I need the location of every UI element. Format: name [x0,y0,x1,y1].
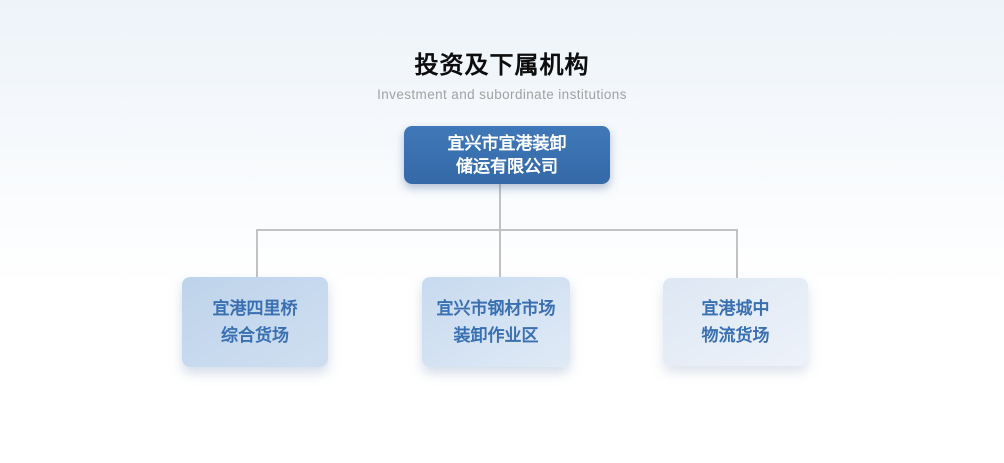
org-node-root: 宜兴市宜港装卸 储运有限公司 [404,126,610,184]
org-node-child-chengzhong-logistics: 宜港城中 物流货场 [663,278,808,366]
org-node-child-line2: 综合货场 [221,326,289,345]
org-node-child-line1: 宜港城中 [701,299,770,318]
org-node-root-line1: 宜兴市宜港装卸 [447,134,567,153]
connector-drop-left [256,229,258,277]
org-node-child-line1: 宜兴市钢材市场 [436,299,556,318]
page-header: 投资及下属机构 Investment and subordinate insti… [0,0,1004,102]
org-node-child-silidqiao: 宜港四里桥 综合货场 [182,277,328,367]
connector-root-stem [499,183,501,230]
connector-horizontal [256,229,738,231]
org-node-child-steel-market: 宜兴市钢材市场 装卸作业区 [422,277,570,367]
org-node-child-line2: 装卸作业区 [453,326,539,345]
org-node-child-line1: 宜港四里桥 [212,299,298,318]
connector-drop-right [736,229,738,278]
connector-drop-middle [499,229,501,277]
page-title: 投资及下属机构 [414,52,590,79]
org-node-child-line2: 物流货场 [701,326,770,345]
org-node-root-line2: 储运有限公司 [456,157,558,176]
page-subtitle: Investment and subordinate institutions [377,87,627,102]
